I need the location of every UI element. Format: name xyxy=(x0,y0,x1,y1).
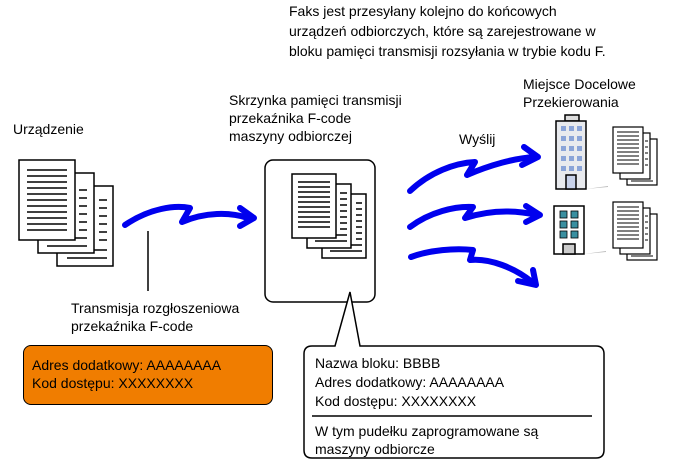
document-stack-icon xyxy=(612,126,658,186)
arrow-icon xyxy=(407,144,541,194)
office-building-icon xyxy=(555,114,608,190)
callout-note-line-2: maszyny odbiorcze xyxy=(315,441,435,457)
send-label: Wyślij xyxy=(459,131,496,147)
destination-label-1: Miejsce Docelowe xyxy=(523,76,636,92)
document-stack-icon xyxy=(18,159,114,267)
document-stack-icon xyxy=(612,201,658,261)
relay-broadcast-label-2: przekaźnika F-code xyxy=(71,318,194,334)
callout-bubble xyxy=(303,291,605,459)
relay-box-label-2: przekaźnika F-code xyxy=(229,110,352,126)
header-note-line-2: urządzeń odbiorczych, które są zarejestr… xyxy=(289,23,596,39)
callout-box-name: Nazwa bloku: BBBB xyxy=(315,355,441,371)
relay-box-label-3: maszyny odbiorczej xyxy=(229,128,352,144)
sub-address-text: Adres dodatkowy: AAAAAAAA xyxy=(32,357,222,373)
callout-note-line-1: W tym pudełku zaprogramowane są xyxy=(315,423,539,439)
callout-sub-address: Adres dodatkowy: AAAAAAAA xyxy=(315,374,505,390)
relay-box-label-1: Skrzynka pamięci transmisji xyxy=(229,92,402,108)
callout-passcode: Kod dostępu: XXXXXXXX xyxy=(315,393,477,409)
header-note-line-3: bloku pamięci transmisji rozsyłania w tr… xyxy=(289,43,606,59)
arrow-icon xyxy=(408,246,539,288)
header-note-line-1: Faks jest przesyłany kolejno do końcowyc… xyxy=(289,3,557,19)
small-building-icon xyxy=(553,205,606,255)
passcode-text: Kod dostępu: XXXXXXXX xyxy=(32,375,194,391)
device-label: Urządzenie xyxy=(13,121,84,137)
destination-label-2: Przekierowania xyxy=(523,94,619,110)
relay-broadcast-info-box: Adres dodatkowy: AAAAAAAA Kod dostępu: X… xyxy=(23,345,273,405)
relay-broadcast-label-1: Transmisja rozgłoszeniowa xyxy=(71,300,240,316)
document-stack-icon xyxy=(291,173,367,259)
arrow-icon xyxy=(122,203,257,229)
arrow-icon xyxy=(407,203,543,230)
